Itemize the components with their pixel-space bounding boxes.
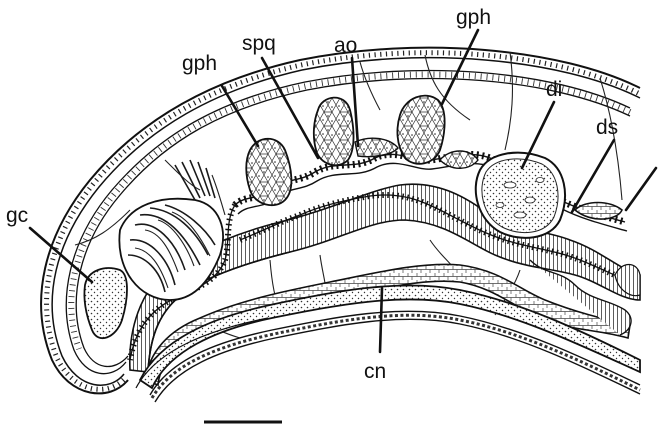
label-di: di xyxy=(546,78,562,101)
gph-left-structure xyxy=(246,139,291,205)
label-cn: cn xyxy=(364,360,386,383)
di-structure xyxy=(476,153,565,238)
cn-structure xyxy=(136,285,640,402)
label-spq: spq xyxy=(242,32,276,55)
label-gc: gc xyxy=(6,204,28,227)
label-gph-left: gph xyxy=(182,52,217,75)
gc-structure xyxy=(84,268,127,338)
gph-right-structure xyxy=(397,96,478,169)
label-ao: ao xyxy=(334,34,357,57)
label-ds: ds xyxy=(596,116,618,139)
label-gph-right: gph xyxy=(456,6,491,29)
